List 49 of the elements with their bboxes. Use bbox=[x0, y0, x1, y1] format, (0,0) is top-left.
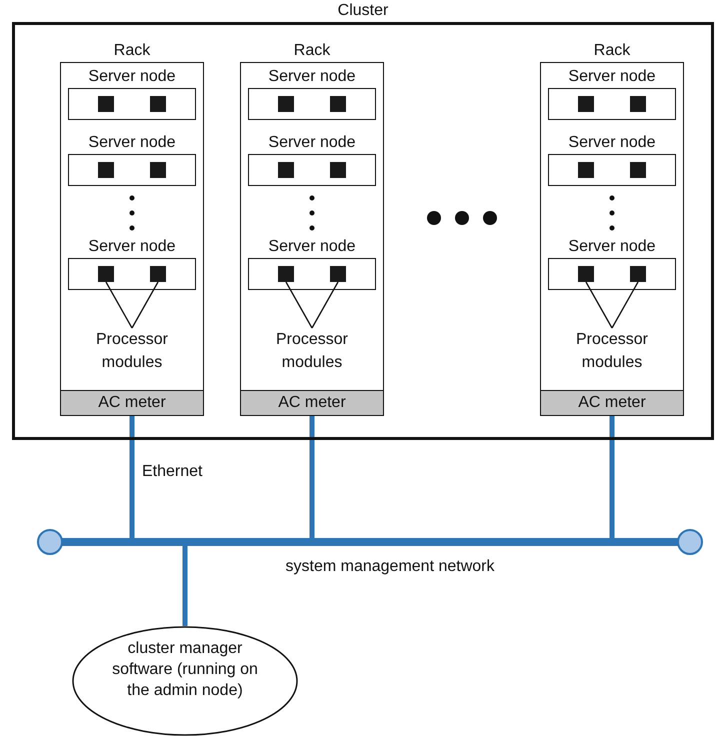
processor-module-square bbox=[150, 266, 166, 282]
processor-module-square bbox=[98, 266, 114, 282]
processor-module-square bbox=[578, 162, 594, 178]
rack-title: Rack bbox=[592, 42, 632, 60]
processor-module-square bbox=[278, 96, 294, 112]
cable-line bbox=[130, 416, 134, 538]
processor-module-square bbox=[330, 266, 346, 282]
leader-line bbox=[311, 282, 339, 328]
meter-band: AC meter bbox=[240, 390, 384, 416]
leader-line bbox=[285, 282, 313, 328]
cable-line bbox=[182, 546, 188, 626]
server-node-title: Server node bbox=[87, 238, 177, 256]
processor-module-square bbox=[330, 162, 346, 178]
processor-module-square bbox=[630, 266, 646, 282]
server-node-title: Server node bbox=[87, 134, 177, 152]
network-label: system management network bbox=[284, 558, 496, 576]
meter-band: AC meter bbox=[540, 390, 684, 416]
leader-line bbox=[611, 282, 639, 328]
processor-module-square bbox=[150, 162, 166, 178]
server-node-title: Server node bbox=[87, 68, 177, 86]
processor-module-square bbox=[578, 96, 594, 112]
processor-module-square bbox=[150, 96, 166, 112]
leader-line bbox=[131, 282, 159, 328]
processor-module-square bbox=[330, 96, 346, 112]
processor-module-square bbox=[98, 96, 114, 112]
server-node-title: Server node bbox=[567, 134, 657, 152]
processor-module-square bbox=[630, 162, 646, 178]
cable-line bbox=[310, 416, 314, 538]
callout-label: Processor modules bbox=[262, 328, 362, 374]
callout-label: Processor modules bbox=[82, 328, 182, 374]
processor-module-square bbox=[278, 266, 294, 282]
server-node-title: Server node bbox=[267, 68, 357, 86]
cable-line bbox=[610, 416, 614, 538]
processor-module-square bbox=[98, 162, 114, 178]
server-node-title: Server node bbox=[267, 134, 357, 152]
server-node-title: Server node bbox=[567, 68, 657, 86]
processor-module-square bbox=[578, 266, 594, 282]
meter-band: AC meter bbox=[60, 390, 204, 416]
callout-label: Processor modules bbox=[562, 328, 662, 374]
server-node-title: Server node bbox=[567, 238, 657, 256]
processor-module-square bbox=[630, 96, 646, 112]
server-node-title: Server node bbox=[267, 238, 357, 256]
software-label: cluster manager software (running on the admin node) bbox=[111, 639, 259, 701]
cluster-title: Cluster bbox=[336, 2, 390, 20]
leader-line bbox=[105, 282, 133, 328]
leader-line bbox=[585, 282, 613, 328]
rack-title: Rack bbox=[292, 42, 332, 60]
rack-title: Rack bbox=[112, 42, 152, 60]
processor-module-square bbox=[278, 162, 294, 178]
